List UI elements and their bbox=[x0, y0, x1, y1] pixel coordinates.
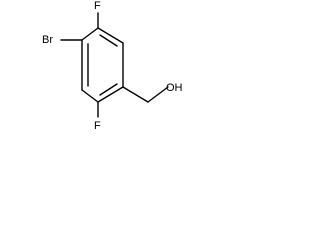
ring-bond-4 bbox=[97, 86, 124, 103]
bromine-label: Br bbox=[42, 34, 53, 46]
chemical-structure: Br F F OH bbox=[42, 0, 183, 132]
fluorine-bottom-label: F bbox=[94, 120, 101, 132]
hydroxyl-label: OH bbox=[166, 82, 183, 94]
fluorine-top-label: F bbox=[94, 0, 101, 12]
ring-bond-5 bbox=[81, 89, 99, 103]
ring-double-bond-2 bbox=[99, 83, 118, 96]
bond-to-ch2 bbox=[122, 86, 149, 103]
bond-to-hydroxyl bbox=[147, 86, 169, 103]
ring-bond-1 bbox=[81, 27, 99, 41]
ring-double-bond-1 bbox=[99, 34, 118, 47]
ring-bond-2 bbox=[97, 27, 124, 44]
